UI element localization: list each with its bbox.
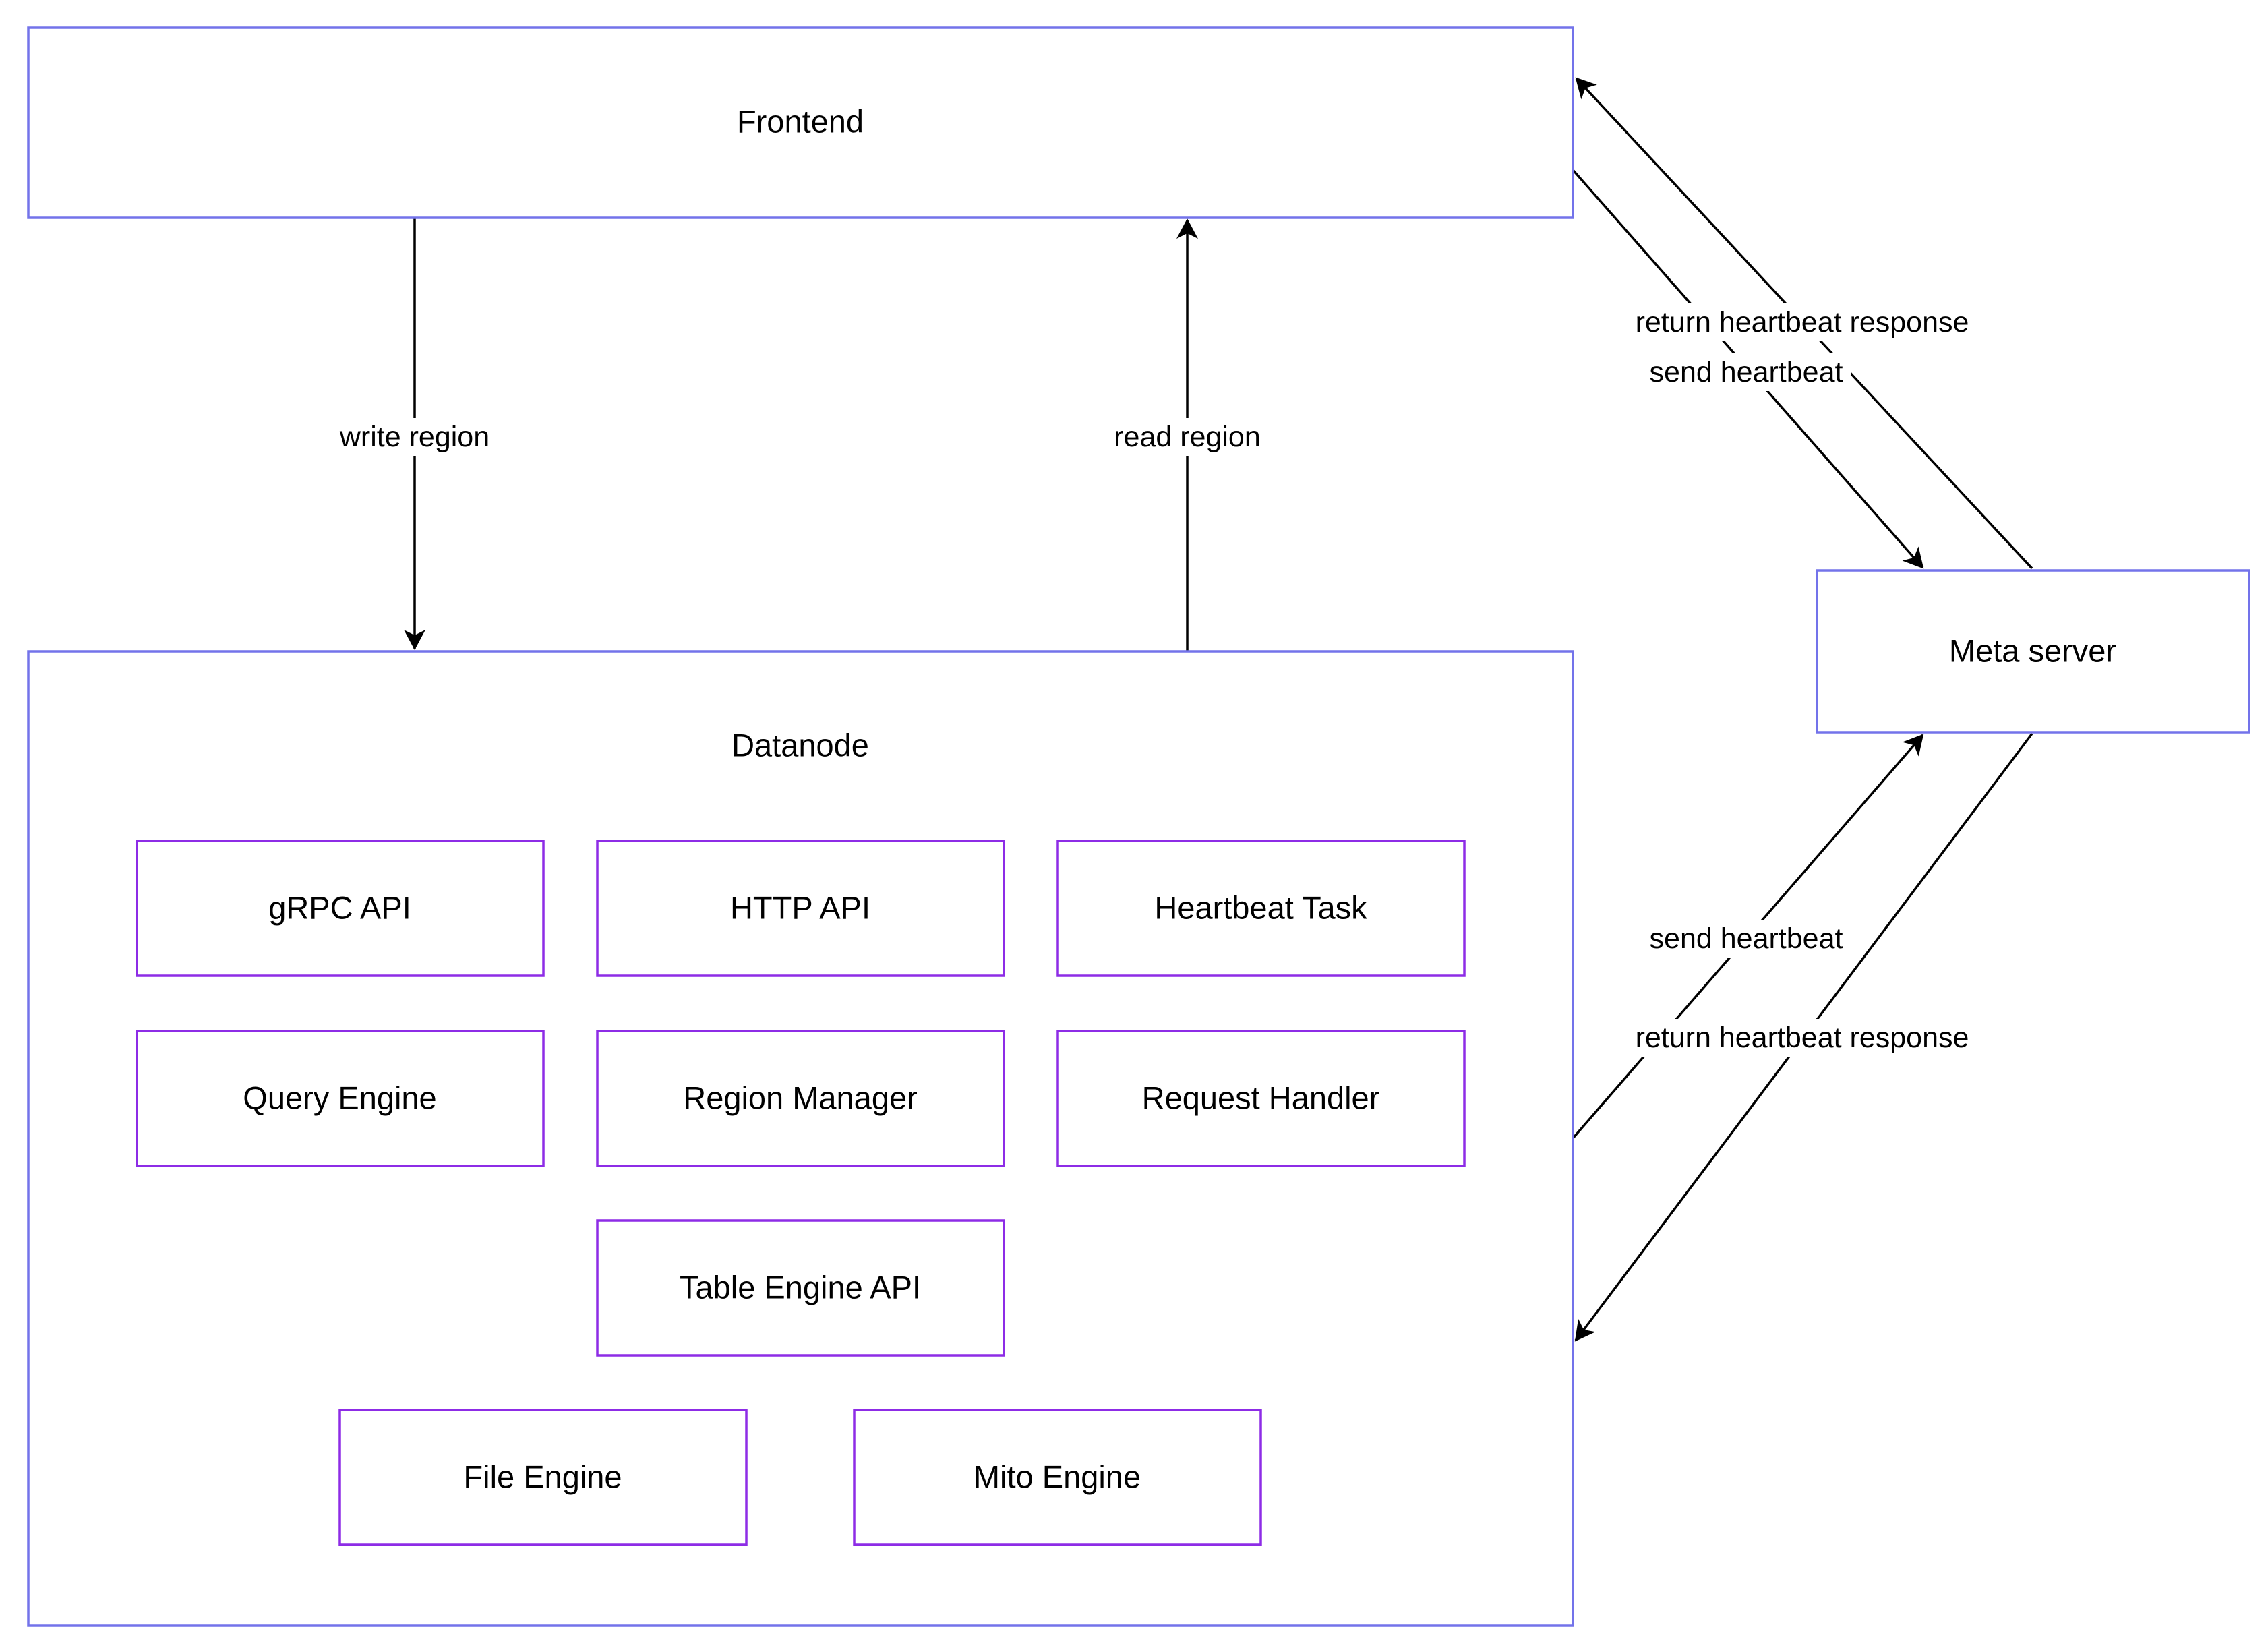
request-handler-component: Request Handler (1056, 1030, 1466, 1167)
request-handler-box (1056, 1030, 1466, 1167)
grpc-api-component: gRPC API (136, 840, 545, 977)
file-engine-box (338, 1409, 748, 1546)
write-region-label: write region (339, 421, 489, 453)
heartbeat-task-label: Heartbeat Task (1154, 890, 1367, 926)
region-manager-component: Region Manager (596, 1030, 1005, 1167)
request-handler-label: Request Handler (1142, 1080, 1380, 1116)
table-engine-api-label: Table Engine API (680, 1270, 921, 1305)
frontend-node: Frontend (27, 26, 1574, 219)
frontend-return-heartbeat-label: return heartbeat response (1636, 306, 1969, 339)
query-engine-component: Query Engine (136, 1030, 545, 1167)
frontend-send-heartbeat-label-group: send heartbeat (1642, 353, 1851, 391)
frontend-box (27, 26, 1574, 219)
datanode-return-heartbeat-label-group: return heartbeat response (1623, 1019, 1981, 1057)
mito-engine-label: Mito Engine (974, 1459, 1141, 1495)
meta-server-box (1816, 569, 2250, 734)
region-manager-box (596, 1030, 1005, 1167)
meta-server-label: Meta server (1949, 633, 2116, 669)
grpc-api-box (136, 840, 545, 977)
write-region-label-group: write region (330, 418, 499, 456)
read-region-label: read region (1114, 421, 1261, 453)
query-engine-box (136, 1030, 545, 1167)
frontend-label: Frontend (737, 104, 864, 140)
datanode-label: Datanode (732, 728, 869, 763)
edge-labels: write region read region return heartbea… (330, 303, 1981, 1057)
datanode-node: Datanode gRPC API HTTP API Heartbeat Tas… (27, 650, 1574, 1627)
frontend-send-heartbeat-label: send heartbeat (1650, 356, 1843, 388)
meta-server-node: Meta server (1816, 569, 2250, 734)
datanode-send-heartbeat-label: send heartbeat (1650, 922, 1843, 955)
heartbeat-task-component: Heartbeat Task (1056, 840, 1466, 977)
frontend-return-heartbeat-label-group: return heartbeat response (1623, 303, 1981, 341)
grpc-api-label: gRPC API (268, 890, 411, 926)
mito-engine-component: Mito Engine (853, 1409, 1262, 1546)
http-api-component: HTTP API (596, 840, 1005, 977)
region-manager-label: Region Manager (683, 1080, 918, 1116)
table-engine-api-box (596, 1219, 1005, 1357)
heartbeat-task-box (1056, 840, 1466, 977)
file-engine-label: File Engine (463, 1459, 622, 1495)
datanode-return-heartbeat-label: return heartbeat response (1636, 1022, 1969, 1054)
read-region-label-group: read region (1107, 418, 1267, 456)
query-engine-label: Query Engine (243, 1080, 436, 1116)
http-api-box (596, 840, 1005, 977)
mito-engine-box (853, 1409, 1262, 1546)
table-engine-api-component: Table Engine API (596, 1219, 1005, 1357)
http-api-label: HTTP API (730, 890, 870, 926)
file-engine-component: File Engine (338, 1409, 748, 1546)
datanode-send-heartbeat-label-group: send heartbeat (1642, 920, 1851, 958)
